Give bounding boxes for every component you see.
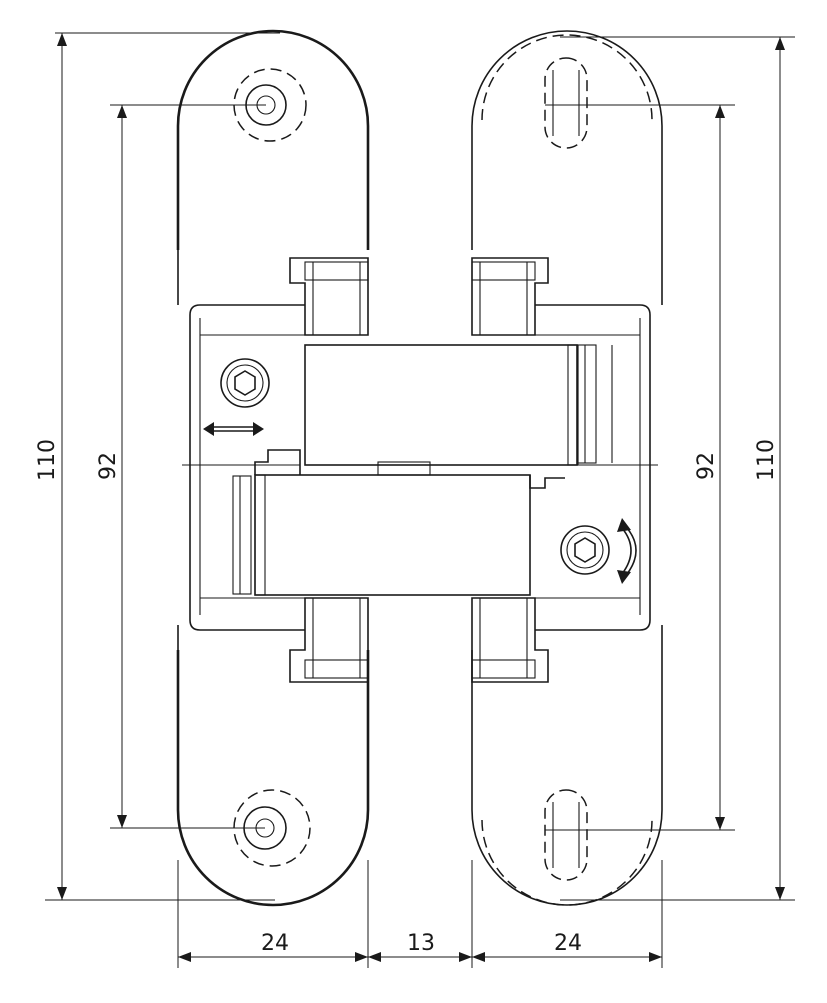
right-body-frame: [535, 304, 651, 631]
right-upper-knuckle: [471, 257, 549, 336]
dim-label-right-hole-spacing: 92: [694, 452, 719, 480]
left-upper-knuckle: [289, 257, 369, 336]
hinge-link-bodies: [212, 344, 610, 599]
left-plate-outline: [176, 29, 370, 907]
right-plate-outline: [471, 30, 663, 906]
right-vertical-adjust-arrow-icon: [617, 518, 637, 584]
lower-link-block: [254, 474, 531, 596]
dim-label-right-total-height: 110: [754, 439, 779, 481]
left-body-frame: [189, 304, 305, 631]
right-bottom-slot-hole: [544, 789, 588, 881]
left-hex-adjust-screw: [220, 358, 270, 408]
dim-label-left-hole-spacing: 92: [96, 452, 121, 480]
dimension-lines: [45, 32, 795, 968]
left-horizontal-adjust-arrow-icon: [203, 422, 264, 436]
right-top-slot-hole: [544, 57, 588, 149]
right-hinge-plate: [471, 30, 663, 906]
dim-label-left-total-height: 110: [35, 439, 60, 481]
dim-label-right-plate-width: 24: [554, 931, 582, 956]
upper-link-block: [304, 344, 578, 466]
left-lower-knuckle: [289, 597, 369, 683]
right-hex-adjust-screw: [560, 525, 610, 575]
dim-label-gap-width: 13: [407, 931, 435, 956]
dim-label-left-plate-width: 24: [261, 931, 289, 956]
right-lower-knuckle: [471, 597, 549, 683]
left-hinge-plate: [176, 29, 370, 907]
